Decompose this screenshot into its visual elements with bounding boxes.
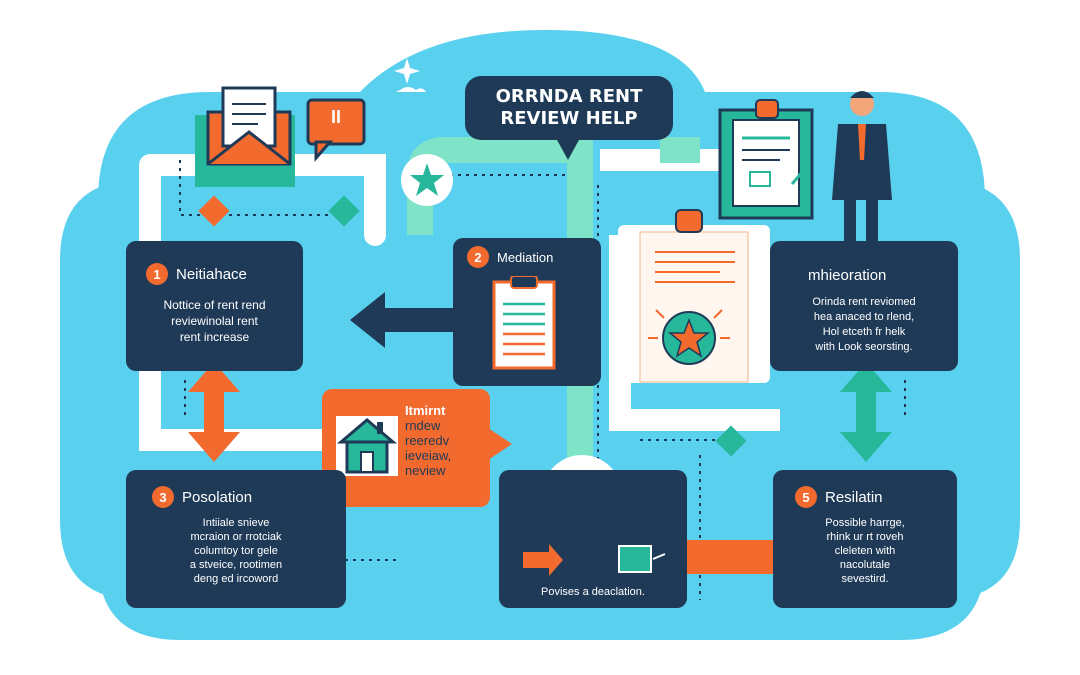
title-line-1: ORRNDA RENT xyxy=(495,86,643,107)
step-4-line: Hol etceth fr helk xyxy=(822,326,906,338)
step-3-number: 3 xyxy=(152,486,174,508)
title-bubble-tail xyxy=(556,138,580,160)
step-5-line: cleleten with xyxy=(834,545,896,557)
step-2-title: Mediation xyxy=(497,249,554,265)
chat-bubble-icon xyxy=(306,98,366,162)
callout-line: rndew xyxy=(405,418,441,433)
agreement-line: Povises a deaclation. xyxy=(541,586,645,598)
step-3-line: a stveice, rootimen xyxy=(189,559,283,571)
step-3-line: columtoy tor gele xyxy=(194,545,278,557)
step-1-card: 1 Neitiahace Nottice of rent rend review… xyxy=(126,241,303,371)
step-4-card: mhieoration Orinda rent reviomed hea ana… xyxy=(770,241,958,371)
step-5-card: 5 Resilatin Possible harrge, rhink ur rt… xyxy=(773,470,957,608)
agreement-arrow-icon xyxy=(523,544,666,576)
page-title: ORRNDA RENT REVIEW HELP xyxy=(465,76,673,140)
callout-line: reeredv xyxy=(405,433,450,448)
step-1-line: rent increase xyxy=(179,330,250,344)
step-2-card: 2 Mediation xyxy=(453,238,601,386)
step-1-line: reviewinolal rent xyxy=(171,314,258,328)
envelope-icon xyxy=(206,86,292,166)
step-1-title: Neitiahace xyxy=(176,265,247,283)
notepad-icon xyxy=(492,276,556,370)
chat-glyph: II xyxy=(330,107,341,127)
sparkle-icon xyxy=(394,58,420,84)
step-4-title: mhieoration xyxy=(808,267,887,284)
step-2-number: 2 xyxy=(467,246,489,268)
step-3-line: Intiiale snieve xyxy=(202,517,270,529)
double-arrow-right xyxy=(840,362,892,462)
step-4-line: Orinda rent reviomed xyxy=(812,296,916,308)
double-arrow-left xyxy=(188,362,240,462)
callout-line: Itmirnt xyxy=(405,403,446,418)
step-4-line: hea anaced to rlend, xyxy=(813,311,915,323)
step-5-line: sevestird. xyxy=(841,573,889,585)
step-5-number: 5 xyxy=(795,486,817,508)
certificate-icon xyxy=(618,209,770,383)
step-3-title: Posolation xyxy=(182,488,253,506)
step-agreement-card: Povises a deaclation. xyxy=(499,470,687,608)
callout-line: neview xyxy=(405,463,446,478)
step-1-number: 1 xyxy=(146,263,168,285)
house-icon xyxy=(336,416,398,476)
step-5-title: Resilatin xyxy=(825,488,883,506)
step-3-line: mcraion or rrotciak xyxy=(190,531,282,543)
step-5-line: Possible harrge, xyxy=(825,517,905,529)
step-3-line: deng ed ircoword xyxy=(193,573,279,585)
review-callout-tail xyxy=(488,428,512,460)
callout-line: ieveiaw, xyxy=(405,448,452,463)
review-callout-text: Itmirnt rndew reeredv ieveiaw, neview xyxy=(405,403,451,478)
step-5-line: rhink ur rt roveh xyxy=(826,531,904,543)
step-5-line: nacolutale xyxy=(839,559,891,571)
step-1-line: Nottice of rent rend xyxy=(163,298,266,312)
diamond-marker xyxy=(198,195,230,227)
clipboard-icon xyxy=(718,99,814,220)
title-line-2: REVIEW HELP xyxy=(500,108,638,129)
step-3-card: 3 Posolation Intiiale snieve mcraion or … xyxy=(126,470,346,608)
step-4-line: with Look seorsting. xyxy=(815,341,913,353)
arrow-left-big xyxy=(350,292,460,348)
